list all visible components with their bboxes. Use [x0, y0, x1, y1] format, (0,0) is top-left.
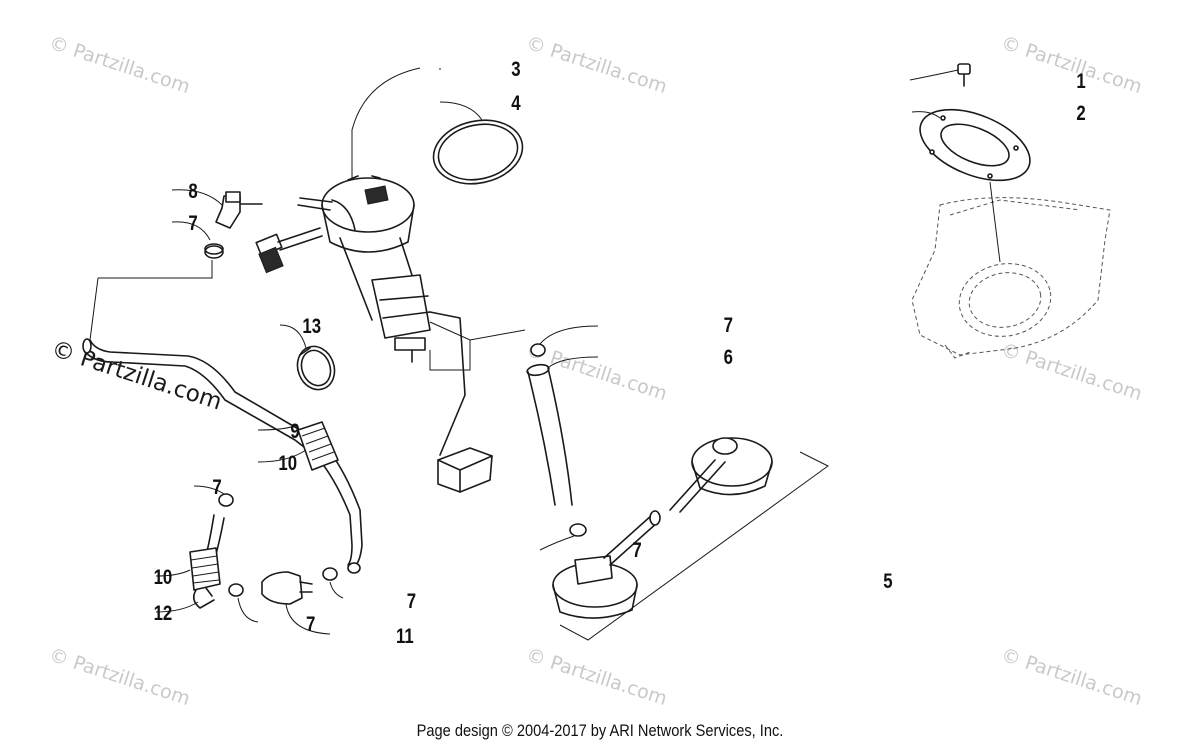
rollover-valve-assembly	[552, 437, 829, 641]
watermark-top-left: © Partzilla.com	[46, 32, 192, 98]
watermark-top-center: © Partzilla.com	[523, 32, 669, 98]
watermark-mid-right: © Partzilla.com	[998, 339, 1144, 405]
callout-3: 3	[511, 58, 520, 81]
clamp-ring	[296, 345, 336, 391]
callout-7-top: 7	[188, 212, 197, 235]
callout-7-lower-left: 7	[212, 476, 221, 499]
callout-2: 2	[1076, 102, 1085, 125]
callout-13: 13	[302, 315, 321, 338]
callout-7-filter-right: 7	[407, 590, 416, 613]
hose-clamp-top	[204, 243, 224, 259]
lower-fuel-hose	[189, 493, 361, 609]
callout-5: 5	[883, 570, 893, 593]
watermark-bottom-right: © Partzilla.com	[998, 644, 1144, 710]
watermark-top-right: © Partzilla.com	[998, 32, 1144, 98]
watermark-left-dark: © Partzilla.com	[48, 336, 225, 416]
mounting-screw	[957, 63, 971, 87]
callout-8: 8	[188, 180, 197, 203]
copyright-footer: Page design © 2004-2017 by ARI Network S…	[416, 721, 784, 740]
callout-4: 4	[511, 92, 521, 115]
watermark-bottom-center: © Partzilla.com	[523, 644, 669, 710]
protective-sleeve-upper	[297, 421, 339, 471]
callout-9: 9	[290, 420, 299, 443]
callout-1: 1	[1076, 70, 1086, 93]
callout-numbers: 1 2 3 4 5 6 7 7 7 7 7 7 8 9 10 10 11 12 …	[154, 58, 1087, 648]
callout-7-valve: 7	[632, 539, 641, 562]
vent-hose	[526, 343, 587, 537]
pump-seal-ring	[432, 119, 524, 185]
callout-7-hose: 7	[724, 314, 733, 337]
callout-10-lower: 10	[154, 566, 173, 589]
callout-10-upper: 10	[278, 452, 297, 475]
leader-lines	[89, 67, 959, 635]
callout-7-filter-left: 7	[306, 613, 315, 636]
callout-12: 12	[154, 602, 173, 625]
fuel-pump-assembly	[255, 175, 493, 493]
fuel-tank-outline	[911, 181, 1111, 359]
callout-11: 11	[396, 625, 414, 648]
watermark-bottom-left: © Partzilla.com	[46, 644, 192, 710]
mounting-plate	[919, 108, 1031, 182]
callout-6: 6	[724, 346, 733, 369]
elbow-fitting	[215, 191, 263, 229]
